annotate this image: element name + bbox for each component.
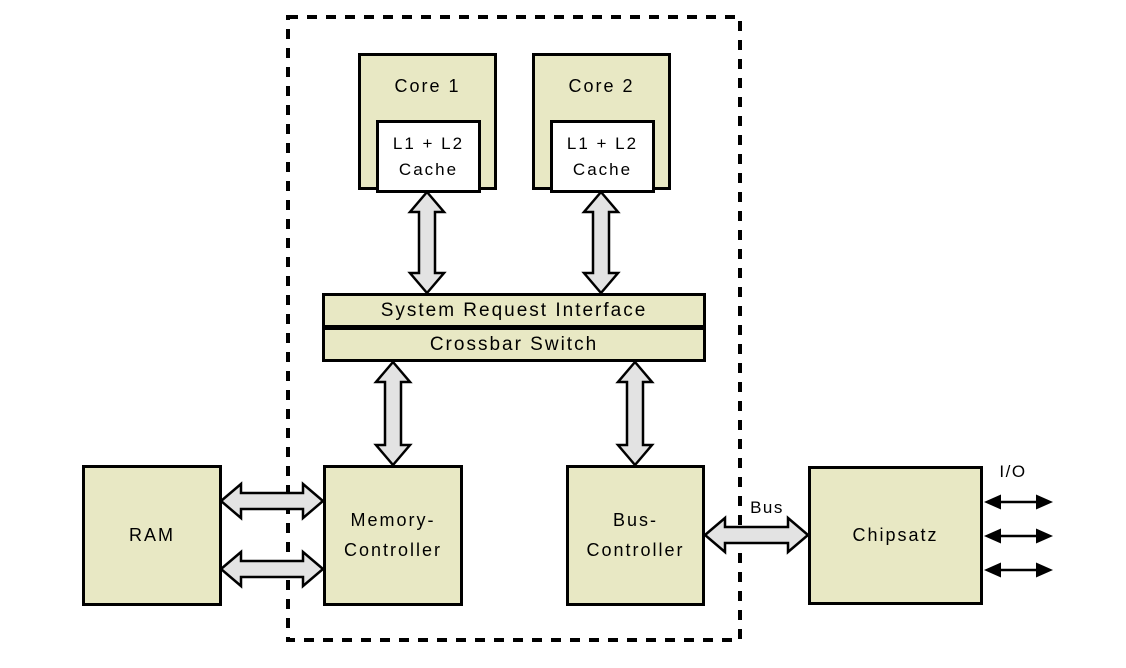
cache2-sri-arrow xyxy=(581,190,621,295)
system-request-interface-box: System Request Interface xyxy=(322,293,706,328)
cache1-box: L1 + L2 Cache xyxy=(376,120,481,193)
cache2-label: L1 + L2 Cache xyxy=(566,134,639,179)
io-arrow-2 xyxy=(984,528,1053,544)
system-request-interface-label: System Request Interface xyxy=(380,299,648,321)
bus-controller-box: Bus- Controller xyxy=(566,465,705,606)
io-arrow-1 xyxy=(984,494,1053,510)
chipset-label: Chipsatz xyxy=(852,524,939,545)
bus-controller-label: Bus- Controller xyxy=(586,509,685,560)
crossbar-memory-arrow xyxy=(373,360,413,467)
bus-controller-chipset-arrow xyxy=(703,515,810,555)
cache1-sri-arrow xyxy=(407,190,447,295)
ram-memory-arrow-lower xyxy=(219,549,325,589)
chipset-box: Chipsatz xyxy=(808,466,983,605)
memory-controller-label: Memory- Controller xyxy=(343,509,443,560)
core1-label: Core 1 xyxy=(394,76,461,96)
ram-label: RAM xyxy=(129,524,175,545)
io-edge-label: I/O xyxy=(999,462,1027,481)
core2-label: Core 2 xyxy=(568,76,635,96)
ram-box: RAM xyxy=(82,465,222,606)
cache2-box: L1 + L2 Cache xyxy=(550,120,655,193)
crossbar-bus-arrow xyxy=(615,360,655,467)
crossbar-switch-label: Crossbar Switch xyxy=(429,333,599,355)
cpu-die-boundary xyxy=(286,15,742,642)
crossbar-switch-box: Crossbar Switch xyxy=(322,327,706,362)
cache1-label: L1 + L2 Cache xyxy=(392,134,465,179)
io-arrow-3 xyxy=(984,562,1053,578)
ram-memory-arrow-upper xyxy=(219,481,325,521)
memory-controller-box: Memory- Controller xyxy=(323,465,463,606)
bus-edge-label: Bus xyxy=(750,498,784,517)
